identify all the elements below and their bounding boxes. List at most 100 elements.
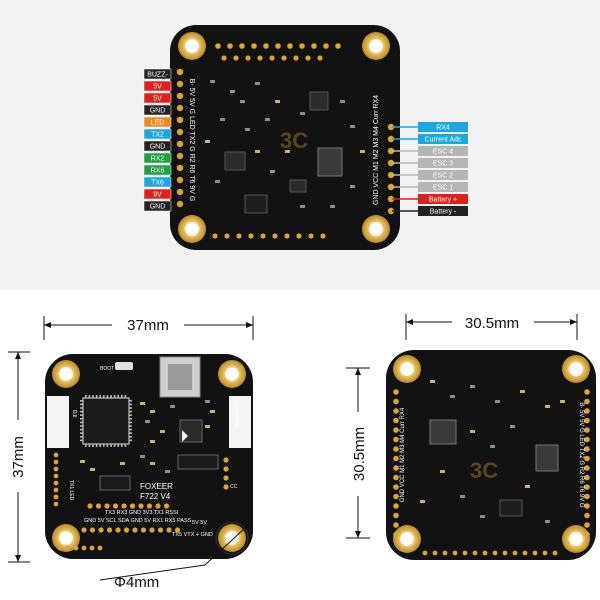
mcu-pin bbox=[80, 436, 83, 438]
solder-pad bbox=[522, 550, 528, 556]
dim-arrow bbox=[15, 555, 21, 562]
cc-label: CC bbox=[230, 484, 238, 490]
smd-part bbox=[350, 185, 355, 188]
smd-part bbox=[480, 515, 485, 518]
mcu-pin bbox=[129, 403, 132, 406]
pin-label-pill bbox=[418, 182, 468, 192]
solder-pad bbox=[296, 233, 302, 239]
connector bbox=[177, 454, 219, 470]
solder-pad bbox=[387, 159, 395, 167]
solder-pad bbox=[98, 527, 104, 533]
smd-part bbox=[525, 485, 530, 488]
mcu-pin bbox=[121, 395, 123, 398]
mount-hole bbox=[218, 360, 246, 388]
mcu-pin bbox=[129, 410, 132, 413]
smd-part bbox=[215, 180, 220, 183]
solder-pad bbox=[176, 92, 184, 100]
mcu-pin bbox=[95, 395, 98, 398]
solder-pad bbox=[335, 43, 341, 49]
smd-part bbox=[270, 170, 275, 173]
mcu-pin bbox=[129, 414, 132, 416]
smd-part bbox=[150, 440, 155, 443]
dim-label-bg bbox=[112, 314, 184, 334]
solder-pad bbox=[236, 233, 242, 239]
smd-part bbox=[545, 520, 550, 523]
pin-label-pill bbox=[143, 128, 172, 140]
smd-part bbox=[140, 402, 145, 405]
dji-label: DJI bbox=[71, 410, 77, 418]
solder-pad bbox=[176, 116, 184, 124]
pin-label-text: TX2 bbox=[151, 132, 164, 139]
solder-pad bbox=[387, 135, 395, 143]
pin-label-pill bbox=[143, 92, 172, 104]
left-solder-pads bbox=[176, 68, 184, 208]
solder-pad bbox=[393, 436, 399, 443]
mcu-pin bbox=[80, 400, 83, 402]
solder-pad bbox=[112, 503, 119, 509]
pin-label-text: ESC 1 bbox=[433, 185, 453, 192]
smd-part bbox=[520, 390, 525, 393]
pin-label-text: ESC 2 bbox=[433, 173, 453, 180]
model-label: F722 V4 bbox=[140, 492, 171, 501]
solder-pad bbox=[584, 522, 590, 528]
pin-label-text: LED bbox=[151, 120, 165, 127]
pad-row-4: TX5 VTX + GND bbox=[172, 532, 213, 538]
smd-part bbox=[230, 90, 235, 93]
solder-pad bbox=[106, 527, 113, 533]
solder-pad bbox=[584, 446, 590, 452]
solder-pad bbox=[223, 457, 229, 463]
mount-hole bbox=[562, 355, 590, 383]
mcu-pin bbox=[95, 444, 98, 447]
solder-pad bbox=[281, 55, 287, 61]
solder-pad bbox=[176, 200, 184, 208]
height-dimension-label: 30.5mm bbox=[351, 427, 368, 481]
mcu-pin bbox=[113, 395, 116, 398]
solder-pad bbox=[584, 484, 590, 490]
bottom-right-board: 30.5mm 30.5mm 3C GND VCC M1 M2 M3 M4 Cur… bbox=[345, 312, 596, 560]
solder-pad bbox=[176, 152, 184, 160]
smd-part bbox=[170, 405, 175, 408]
mcu-pin bbox=[124, 444, 127, 447]
chip bbox=[309, 91, 329, 111]
smd-part bbox=[90, 468, 95, 471]
mount-hole bbox=[178, 32, 206, 60]
solder-pad bbox=[166, 527, 172, 533]
solder-pad bbox=[393, 484, 399, 490]
solder-pad bbox=[393, 531, 399, 538]
hole-callout-circle bbox=[215, 521, 249, 555]
solder-pad bbox=[260, 233, 266, 239]
smd-part bbox=[160, 430, 165, 433]
smd-part bbox=[300, 112, 305, 115]
solder-pad bbox=[387, 183, 395, 191]
solder-pad bbox=[275, 43, 281, 49]
hole-callout-line bbox=[99, 564, 206, 581]
top-board: 3C B- 5V 5V G LED TX2 G R2 R6 T6 9V G GN… bbox=[170, 25, 400, 250]
bottom-right-pcb bbox=[386, 350, 596, 560]
solder-pad bbox=[104, 503, 110, 509]
solder-pad bbox=[269, 55, 275, 61]
mcu-pin bbox=[85, 444, 87, 447]
smd-components bbox=[80, 400, 215, 473]
solder-pad bbox=[87, 503, 93, 509]
right-solder-pads bbox=[387, 123, 395, 215]
chip bbox=[99, 475, 131, 491]
solder-pad bbox=[584, 503, 590, 509]
pin-label-text: Battery - bbox=[430, 209, 457, 216]
pin-label-pill bbox=[143, 176, 172, 188]
solder-pad bbox=[387, 171, 395, 179]
bottom-left-board: 37mm 37mm BOOT FOXEER F722 V4 bbox=[6, 314, 254, 591]
smd-part bbox=[140, 455, 145, 458]
mcu-pin bbox=[80, 425, 83, 427]
smd-part bbox=[205, 425, 210, 428]
smd-part bbox=[120, 462, 125, 465]
solder-pad bbox=[552, 550, 558, 556]
solder-pad bbox=[387, 123, 395, 131]
solder-pad bbox=[422, 550, 428, 556]
smd-part bbox=[545, 405, 550, 408]
solder-pad bbox=[393, 455, 399, 462]
solder-pad bbox=[65, 545, 71, 551]
solder-pad bbox=[227, 43, 233, 49]
solder-pad bbox=[89, 545, 95, 551]
